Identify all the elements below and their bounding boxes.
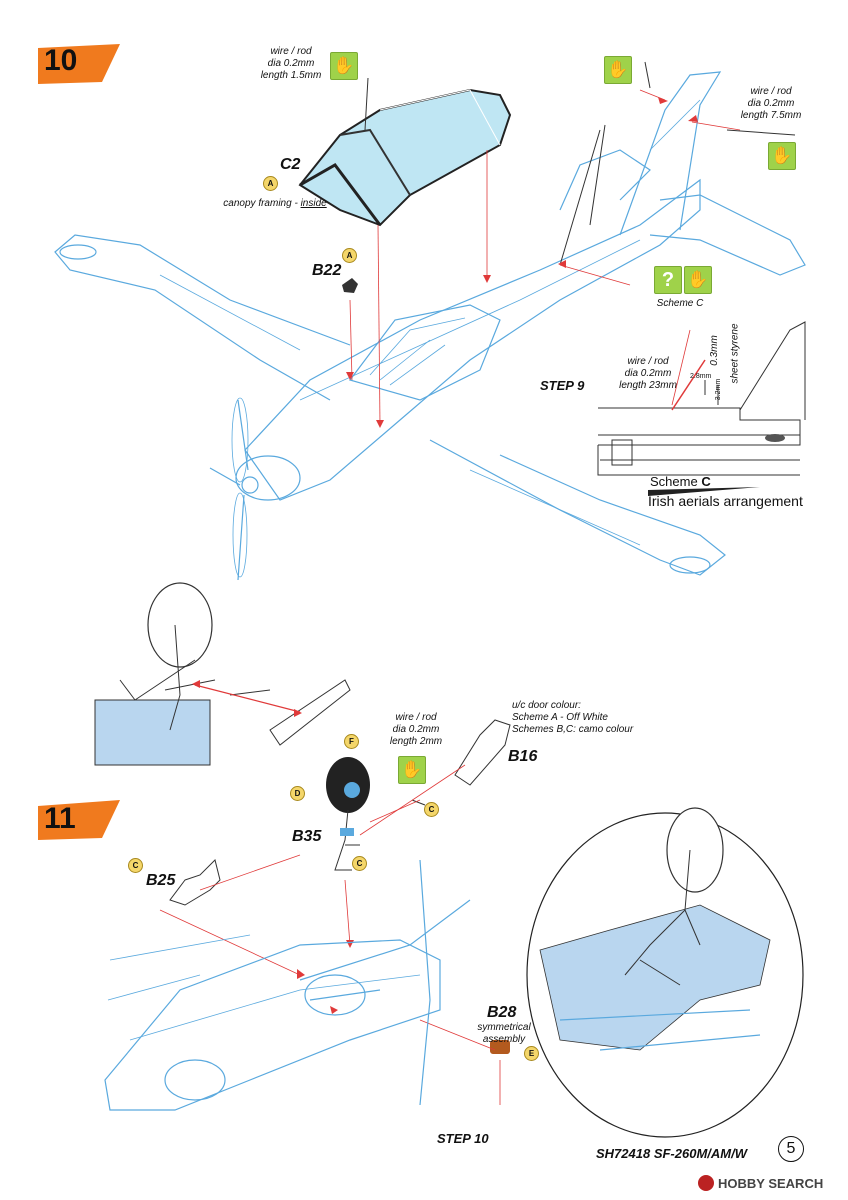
rod-b28 <box>490 1040 510 1054</box>
canopy-wire-note: wire / rod dia 0.2mm length 1.5mm <box>260 46 322 81</box>
part-label-b16: B16 <box>508 748 538 765</box>
dimension-0-3mm: 0.3mm <box>708 335 720 366</box>
step-11-number: 11 <box>44 802 76 835</box>
canopy-c2 <box>298 77 512 227</box>
tail-wire-note: wire / rod dia 0.2mm length 7.5mm <box>740 86 802 121</box>
scheme-c-title: Scheme C <box>650 474 711 489</box>
b28-note: symmetrical assembly <box>477 1022 531 1045</box>
glove-icon: ✋ <box>684 266 712 294</box>
step-10-number: 10 <box>44 44 78 77</box>
part-label-b25: B25 <box>146 872 176 889</box>
door-b16 <box>454 719 511 786</box>
step-10-reference: STEP 10 <box>437 1131 489 1146</box>
canopy-note: canopy framing - inside <box>223 198 327 209</box>
glove-icon: ✋ <box>768 142 796 170</box>
part-b22 <box>342 278 358 293</box>
step-9-reference: STEP 9 <box>540 378 585 393</box>
part-label-b35: B35 <box>292 828 322 845</box>
paint-drop-icon: A <box>263 176 278 191</box>
part-label-b28: B28 <box>487 1004 517 1021</box>
watermark: HOBBY SEARCH <box>718 1176 824 1191</box>
scheme-c-small-label: Scheme C <box>656 298 704 309</box>
model-code: SH72418 SF-260M/AM/W <box>596 1146 747 1161</box>
gear-sub-assembly <box>94 582 351 766</box>
leader-lines-step11 <box>159 764 501 1105</box>
sheet-styrene-note: sheet styrene <box>729 323 741 384</box>
step-10-badge <box>38 44 120 84</box>
step-11-badge <box>38 800 120 840</box>
hobby-search-logo <box>698 1175 714 1191</box>
paint-drop-icon: C <box>424 802 439 817</box>
detail-circle <box>526 807 804 1138</box>
aircraft-step11 <box>104 859 471 1111</box>
aerial-wire-note: wire / rod dia 0.2mm length 23mm <box>619 356 677 391</box>
door-colour-note: u/c door colour: Scheme A - Off White Sc… <box>512 700 634 735</box>
paint-drop-icon: F <box>344 734 359 749</box>
part-label-b22: B22 <box>312 262 342 279</box>
paint-drop-icon: A <box>342 248 357 263</box>
part-label-c2: C2 <box>280 156 301 173</box>
question-icon: ? <box>654 266 682 294</box>
paint-drop-icon: C <box>128 858 143 873</box>
dimension-3-2mm: 3.2mm <box>715 378 723 401</box>
glove-icon: ✋ <box>330 52 358 80</box>
paint-drop-icon: E <box>524 1046 539 1061</box>
scheme-c-caption: Irish aerials arrangement <box>648 493 803 509</box>
paint-drop-icon: D <box>290 786 305 801</box>
aircraft-step10 <box>54 71 806 581</box>
glove-icon: ✋ <box>604 56 632 84</box>
scheme-c-inset <box>597 321 806 496</box>
paint-drop-icon: C <box>352 856 367 871</box>
yoke-b25 <box>169 859 221 906</box>
gear-wire-note: wire / rod dia 0.2mm length 2mm <box>389 712 443 747</box>
dimension-2-8mm: 2.8mm <box>690 373 712 380</box>
glove-icon: ✋ <box>398 756 426 784</box>
leader-lines-step10 <box>346 89 741 428</box>
page-number: 5 <box>778 1136 804 1162</box>
